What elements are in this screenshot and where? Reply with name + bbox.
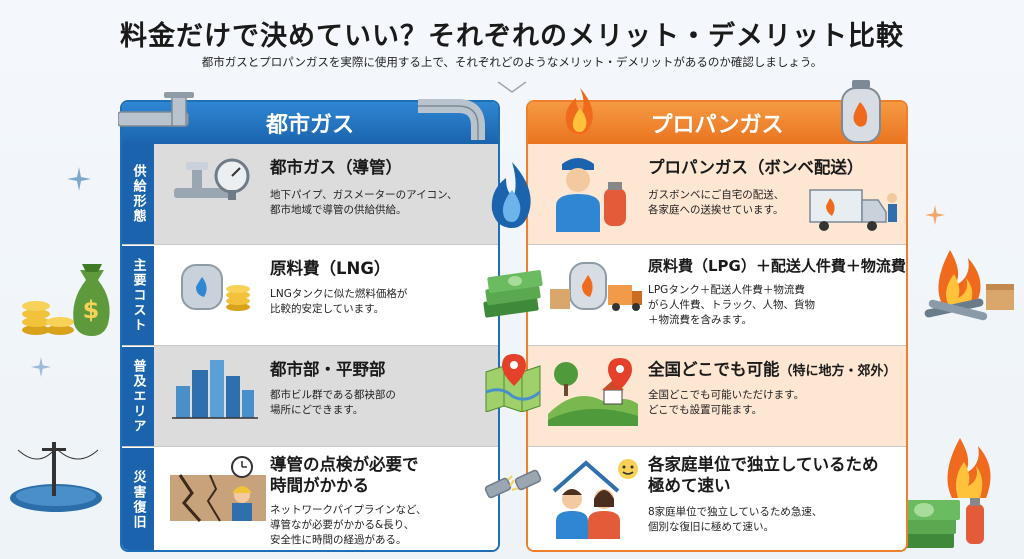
gas-cylinder-icon bbox=[841, 80, 881, 143]
city-supply-row: 都市ガス（導管） 地下パイプ、ガスメーターのアイコン、 都市地域で導管の供給供給… bbox=[122, 144, 498, 244]
family-house-icon bbox=[552, 459, 638, 539]
city-supply-title: 都市ガス（導管） bbox=[270, 158, 402, 177]
money-bag-icon: $ bbox=[22, 264, 110, 336]
propane-supply-row: プロパンガス（ボンベ配送） ガスボンベにご自宅の配送、 各家庭への送挨せています… bbox=[528, 144, 906, 244]
orange-flame-icon bbox=[565, 88, 593, 134]
map-pin-icon bbox=[485, 354, 541, 412]
lng-tank-icon bbox=[550, 262, 642, 311]
propane-area-desc: 全国どこでも可能いただけます。 どこでも設置可能ます。 bbox=[648, 389, 805, 417]
city-cost-row: 原料費（LNG） LNGタンクに似た燃料価格が 比較的安定しています。 bbox=[122, 245, 498, 345]
broken-pipe-icon bbox=[484, 469, 542, 499]
propane-area-row: 全国どこでも可能（特に地方・郊外） 全国どこでも可能いただけます。 どこでも設置… bbox=[528, 346, 906, 446]
cash-stack-icon bbox=[483, 270, 543, 318]
countryside-icon bbox=[548, 358, 638, 426]
category-label-supply: 供給形態 bbox=[122, 144, 154, 244]
propane-cost-title: 原料費（LPG）＋配送人件費＋物流費 bbox=[648, 257, 906, 275]
delivery-person-icon bbox=[556, 158, 626, 232]
lng-tank-icon bbox=[181, 264, 250, 311]
sparkle-icon bbox=[924, 204, 946, 226]
svg-text:$: $ bbox=[83, 296, 100, 324]
pipe-icon bbox=[174, 158, 250, 200]
category-label-recovery: 災害復旧 bbox=[122, 447, 154, 550]
campfire-icon bbox=[924, 250, 1014, 321]
earthquake-crack-icon bbox=[170, 456, 266, 522]
propane-recovery-desc: 8家庭単位で独立しているため急速、 個別な復旧に極めて速い。 bbox=[648, 506, 823, 534]
category-label-cost: 主要コスト bbox=[122, 245, 154, 345]
city-area-title: 都市部・平野部 bbox=[270, 360, 386, 379]
propane-cost-desc: LPGタンク＋配送人件費＋物流費 がら人件費、トラック、人物、貨物 ＋物流費を含… bbox=[648, 284, 816, 327]
city-area-desc: 都市ビル群である都袂部の 場所にどできます。 bbox=[270, 389, 396, 417]
propane-gas-title: プロパンガス bbox=[650, 113, 784, 138]
sparkle-icon bbox=[67, 167, 91, 191]
propane-supply-title: プロパンガス（ボンベ配送） bbox=[648, 158, 864, 177]
chevron-down-icon bbox=[497, 81, 527, 93]
category-label-area: 普及エリア bbox=[122, 346, 154, 446]
city-cost-title: 原料費（LNG） bbox=[270, 259, 391, 278]
delivery-truck-icon bbox=[809, 189, 897, 231]
propane-recovery-row: 各家庭単位で独立しているため 極めて速い 8家庭単位で独立しているため急速、 個… bbox=[528, 447, 906, 550]
propane-gas-panel: プロパンガス プロパンガス（ボンベ配送） ガスボンベにご自宅の配送、 各家庭への… bbox=[526, 100, 908, 552]
propane-supply-desc: ガスボンベにご自宅の配送、 各家庭への送挨せています。 bbox=[648, 189, 785, 217]
city-gas-panel: 都市ガス 都市ガス（導管） 地下パイプ、ガスメーターのアイコン、 都市地域で導管… bbox=[120, 100, 500, 552]
city-buildings-icon bbox=[172, 360, 258, 419]
propane-recovery-title: 各家庭単位で独立しているため 極めて速い bbox=[648, 455, 879, 495]
city-supply-desc: 地下パイプ、ガスメーターのアイコン、 都市地域で導管の供給供給。 bbox=[270, 189, 458, 217]
city-area-row: 都市部・平野部 都市ビル群である都袂部の 場所にどできます。 bbox=[122, 346, 498, 446]
blue-flame-icon bbox=[491, 162, 531, 228]
city-recovery-title: 導管の点検が必要で 時間がかかる bbox=[270, 455, 419, 495]
utility-pole-icon bbox=[10, 442, 102, 512]
pipe-icon bbox=[418, 99, 485, 140]
propane-area-title: 全国どこでも可能（特に地方・郊外） bbox=[648, 360, 897, 379]
city-recovery-desc: ネットワークパイプラインなど、 導管なが必要がかかる&長り、 安全性に時間の経過… bbox=[270, 504, 427, 547]
campfire-icon bbox=[947, 438, 991, 498]
pipe-icon bbox=[118, 92, 194, 127]
page-title: 料金だけで決めていい？それぞれのメリット・デメリット比較 bbox=[120, 21, 904, 52]
city-gas-title: 都市ガス bbox=[265, 113, 354, 138]
city-recovery-row: 導管の点検が必要で 時間がかかる ネットワークパイプラインなど、 導管なが必要が… bbox=[122, 447, 498, 550]
city-cost-desc: LNGタンクに似た燃料価格が 比較的安定しています。 bbox=[270, 288, 408, 316]
page-subtitle: 都市ガスとプロパンガスを実際に使用する上で、それぞれどのようなメリット・デメリッ… bbox=[201, 55, 823, 69]
propane-cost-row: 原料費（LPG）＋配送人件費＋物流費 LPGタンク＋配送人件費＋物流費 がら人件… bbox=[528, 245, 906, 345]
sparkle-icon bbox=[30, 356, 52, 378]
